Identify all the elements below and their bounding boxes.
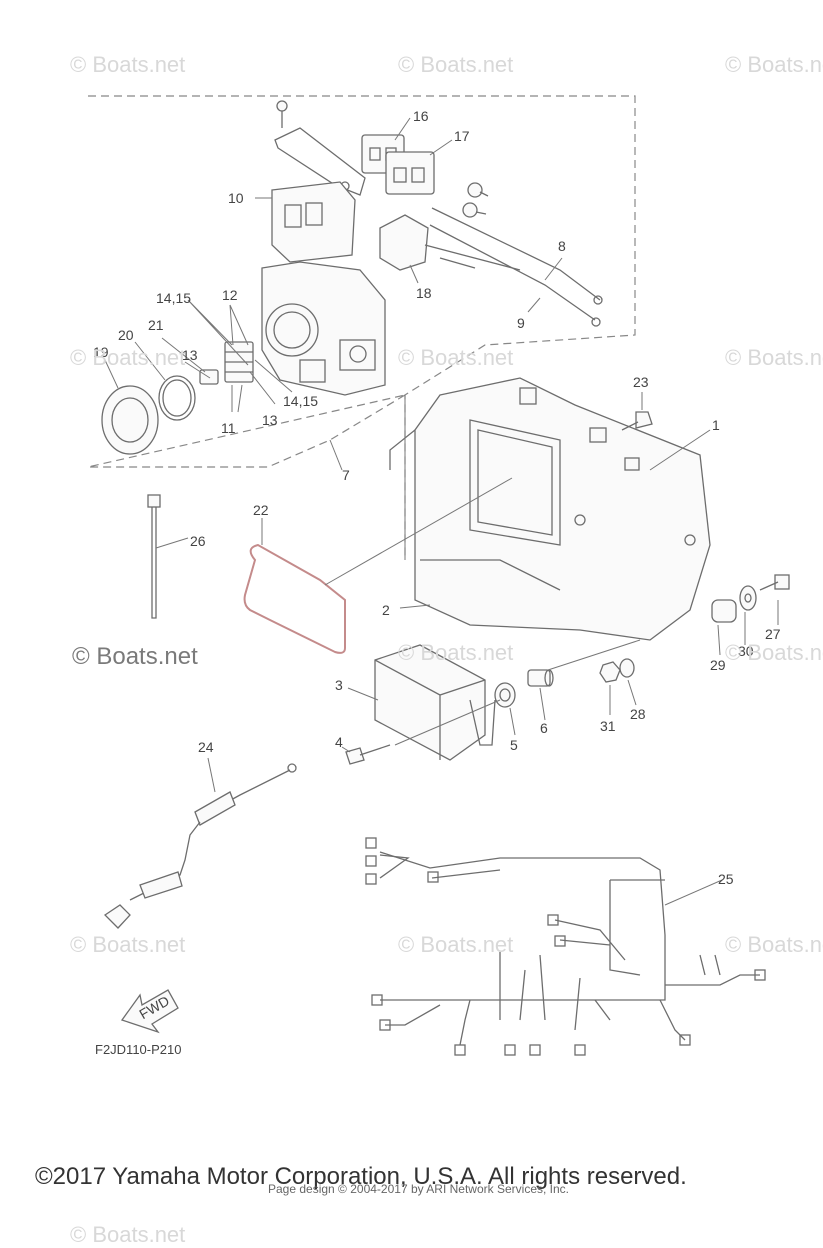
part-3-control-unit bbox=[347, 644, 496, 761]
watermark: © Boats.net bbox=[725, 52, 823, 77]
watermark: © Boats.net bbox=[70, 52, 186, 77]
watermark: © Boats.net bbox=[398, 345, 514, 370]
callout-5: 5 bbox=[510, 737, 518, 753]
callout-3: 3 bbox=[335, 677, 343, 693]
part-24-sensor bbox=[103, 757, 297, 929]
callout-2: 2 bbox=[382, 602, 390, 618]
part-22-gasket bbox=[243, 543, 346, 654]
callout-13a: 13 bbox=[182, 347, 198, 363]
part-23-bolt bbox=[621, 392, 653, 431]
callout-1: 1 bbox=[712, 417, 720, 433]
watermark: © Boats.net bbox=[70, 345, 186, 370]
watermark: © Boats.net bbox=[70, 932, 186, 957]
watermark: © Boats.net bbox=[398, 932, 514, 957]
callout-28: 28 bbox=[630, 706, 646, 722]
part-11-terminal-block bbox=[187, 299, 293, 413]
callout-23: 23 bbox=[633, 374, 649, 390]
callout-labels: 1 2 3 4 5 6 7 8 9 10 11 11 12 13 13 14,1… bbox=[93, 108, 781, 887]
part-4-bolt bbox=[341, 744, 391, 765]
part-10-cover bbox=[255, 181, 356, 263]
callout-21: 21 bbox=[148, 317, 164, 333]
part-18-relay bbox=[379, 214, 429, 284]
callout-20: 20 bbox=[118, 327, 134, 343]
callout-26: 26 bbox=[190, 533, 206, 549]
callout-16: 16 bbox=[413, 108, 429, 124]
callout-14-15b: 14,15 bbox=[283, 393, 318, 409]
part-20-o-ring bbox=[158, 375, 196, 421]
part-25-wire-harness bbox=[365, 837, 766, 1056]
watermark: © Boats.net bbox=[725, 640, 823, 665]
callout-10: 10 bbox=[228, 190, 244, 206]
part-17-relay bbox=[385, 139, 453, 195]
part-1-housing bbox=[389, 377, 711, 641]
callout-4: 4 bbox=[335, 734, 343, 750]
callout-27: 27 bbox=[765, 626, 781, 642]
part-21-clip bbox=[161, 337, 219, 385]
part-6-collar bbox=[527, 639, 641, 721]
callout-19: 19 bbox=[93, 344, 109, 360]
watermark: © Boats.net bbox=[725, 345, 823, 370]
diagram-code: F2JD110-P210 bbox=[95, 1042, 182, 1057]
page-design-credit: Page design © 2004-2017 by ARI Network S… bbox=[268, 1182, 570, 1196]
callout-7: 7 bbox=[342, 467, 350, 483]
part-bracket bbox=[274, 100, 366, 196]
part-19-cap bbox=[101, 359, 159, 455]
part-26-cable-tie bbox=[147, 494, 189, 619]
part-30-washer bbox=[739, 585, 757, 645]
watermark: © Boats.net bbox=[725, 932, 823, 957]
part-31-nut bbox=[599, 661, 621, 715]
callout-11a: 11 bbox=[221, 420, 236, 436]
fwd-arrow-icon: FWD bbox=[120, 989, 179, 1034]
callout-29: 29 bbox=[710, 657, 726, 673]
callout-17: 17 bbox=[454, 128, 470, 144]
part-8-9-wires bbox=[424, 182, 603, 327]
part-7-box bbox=[261, 261, 386, 396]
part-28-washer bbox=[619, 658, 637, 706]
part-27-bolt bbox=[759, 574, 790, 625]
callout-30: 30 bbox=[738, 643, 754, 659]
callout-8: 8 bbox=[558, 238, 566, 254]
callout-6: 6 bbox=[540, 720, 548, 736]
callout-18: 18 bbox=[416, 285, 432, 301]
callout-31: 31 bbox=[600, 718, 616, 734]
watermark: © Boats.net bbox=[70, 1222, 186, 1247]
parts-diagram: FWD 1 2 3 4 5 6 7 8 9 10 11 11 12 13 13 … bbox=[87, 95, 790, 1056]
part-29-collar bbox=[711, 599, 737, 656]
callout-9: 9 bbox=[517, 315, 525, 331]
part-5-grommet bbox=[394, 682, 516, 746]
watermark: © Boats.net bbox=[398, 640, 514, 665]
assembly-7-lead bbox=[329, 439, 343, 471]
callout-25: 25 bbox=[718, 871, 734, 887]
callout-24: 24 bbox=[198, 739, 214, 755]
watermark-main: © Boats.net bbox=[72, 643, 198, 670]
callout-13b: 13 bbox=[262, 412, 278, 428]
callout-14-15a: 14,15 bbox=[156, 290, 191, 306]
callout-22: 22 bbox=[253, 502, 269, 518]
copyright-notice: ©2017 Yamaha Motor Corporation, U.S.A. A… bbox=[35, 1163, 687, 1190]
watermark: © Boats.net bbox=[398, 52, 514, 77]
callout-12: 12 bbox=[222, 287, 238, 303]
